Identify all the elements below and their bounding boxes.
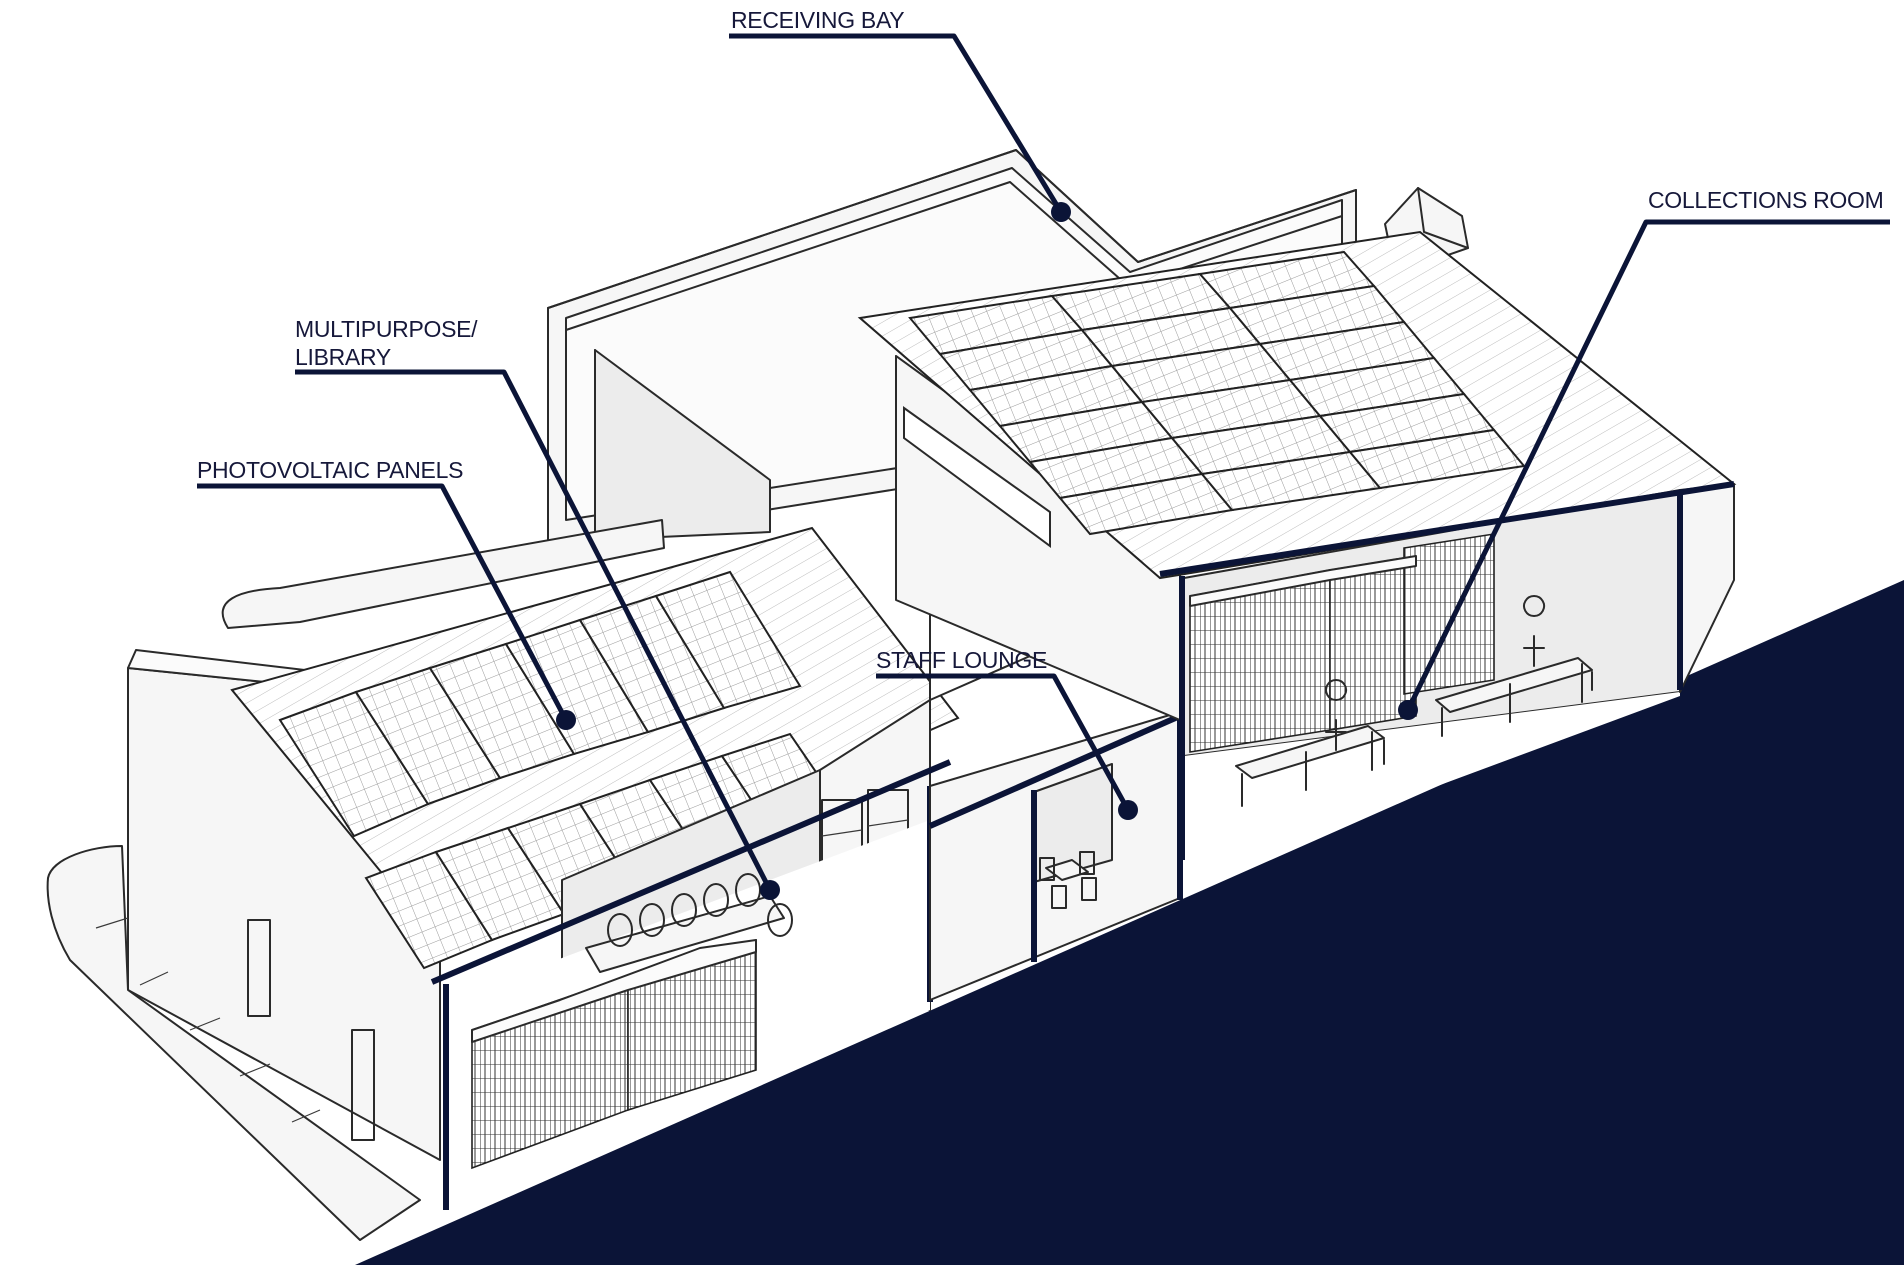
label-collections-room: COLLECTIONS ROOM bbox=[1648, 187, 1883, 213]
label-multipurpose-line2: LIBRARY bbox=[295, 344, 391, 370]
callout-receiving-bay: RECEIVING BAY bbox=[729, 7, 1071, 222]
library-conference-table bbox=[585, 873, 793, 973]
callout-photovoltaic-panels: PHOTOVOLTAIC PANELS bbox=[197, 457, 576, 730]
pv-array-right bbox=[908, 250, 1526, 536]
collections-shelving bbox=[1189, 533, 1495, 753]
label-multipurpose-line1: MULTIPURPOSE/ bbox=[295, 316, 478, 342]
library-shelving bbox=[471, 938, 757, 1170]
callout-collections-room: COLLECTIONS ROOM bbox=[1398, 187, 1890, 720]
callout-multipurpose-library: MULTIPURPOSE/ LIBRARY bbox=[295, 316, 780, 900]
callout-staff-lounge: STAFF LOUNGE bbox=[876, 647, 1138, 820]
left-wing bbox=[46, 519, 960, 1241]
collections-work-tables bbox=[1235, 595, 1593, 807]
lounge-table-set bbox=[1039, 851, 1097, 909]
label-receiving-bay: RECEIVING BAY bbox=[731, 7, 904, 33]
right-wing bbox=[857, 230, 1737, 880]
label-photovoltaic-panels: PHOTOVOLTAIC PANELS bbox=[197, 457, 463, 483]
label-staff-lounge: STAFF LOUNGE bbox=[876, 647, 1047, 673]
